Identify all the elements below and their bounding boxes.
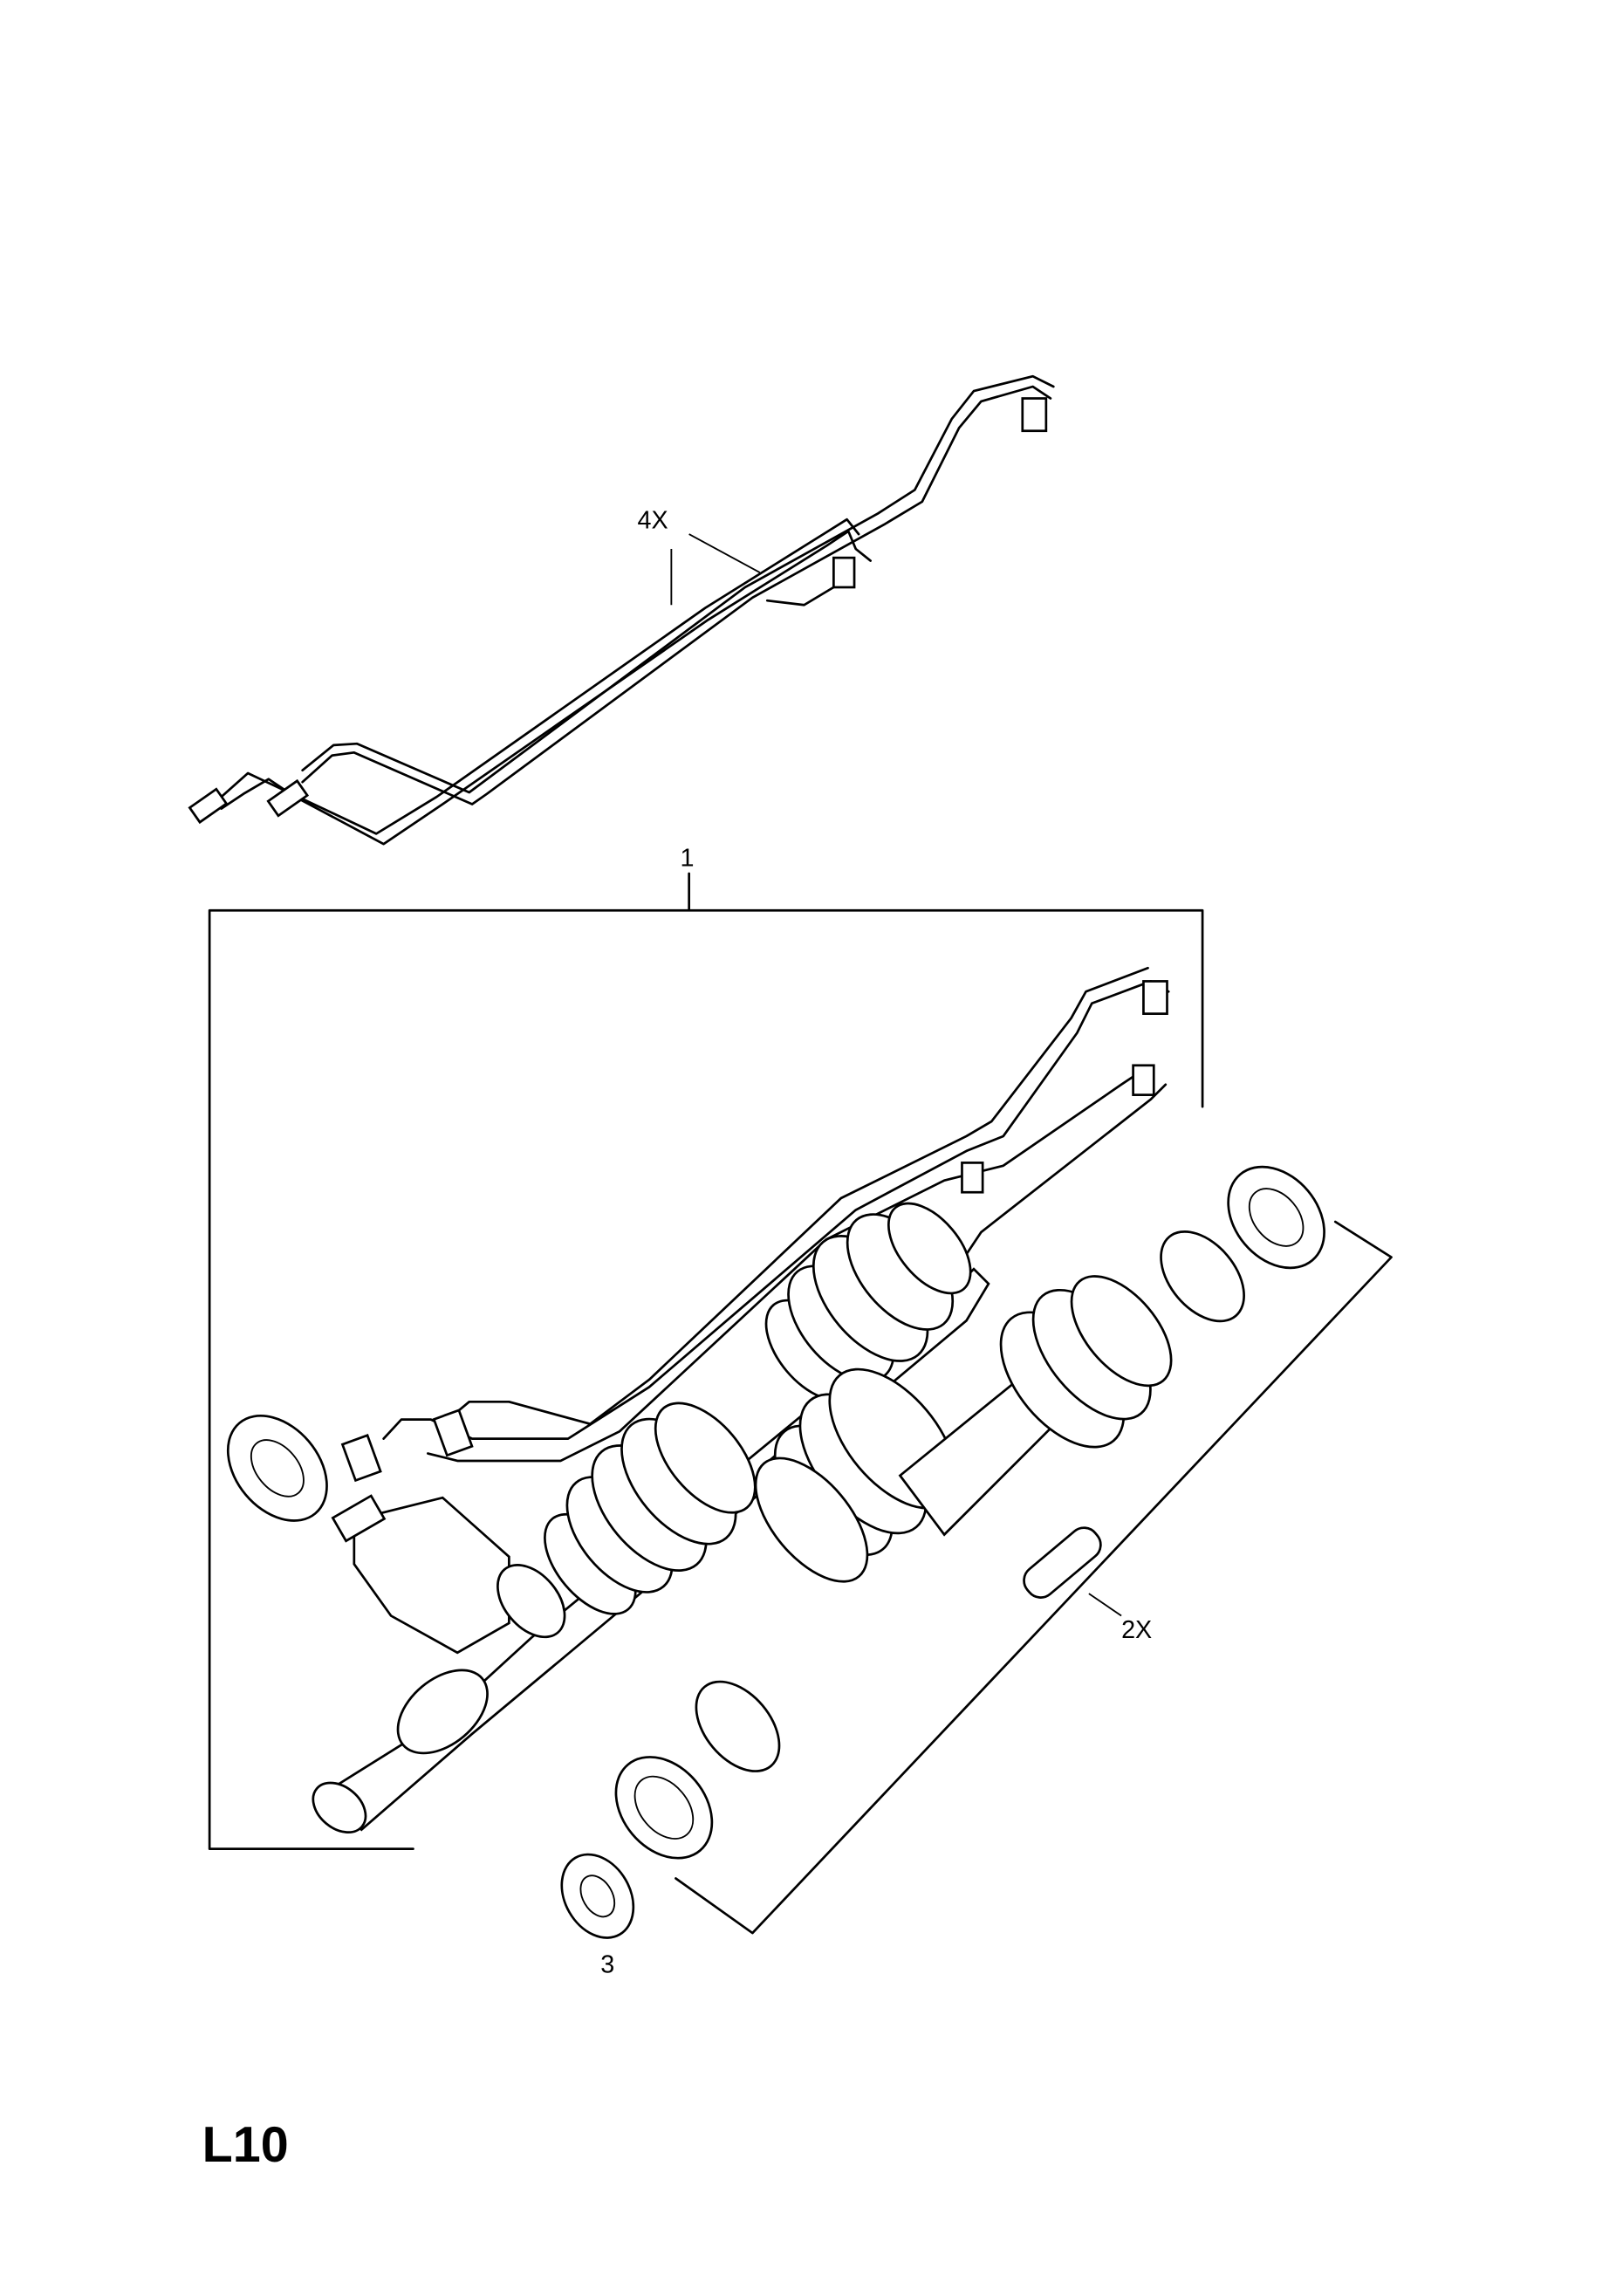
callout-seal: 3 [600, 1951, 614, 1979]
pipe-fitting-icon [188, 397, 1048, 825]
callout-pipes: 4X [637, 506, 668, 534]
callout-boot-kit: 2X [1121, 1616, 1152, 1644]
boot-kit [614, 1165, 1325, 1860]
page-code: L10 [202, 2117, 289, 2173]
boot-kit-bracket: 2X [675, 1220, 1393, 1935]
callout-steering-gear: 1 [681, 845, 695, 873]
assembly-bracket: 1 [208, 845, 1204, 1851]
pipe-set-upper: 4X [188, 374, 1055, 846]
boot-left [544, 1402, 757, 1615]
boot-right [764, 1202, 972, 1402]
seal: 3 [560, 1853, 635, 1979]
